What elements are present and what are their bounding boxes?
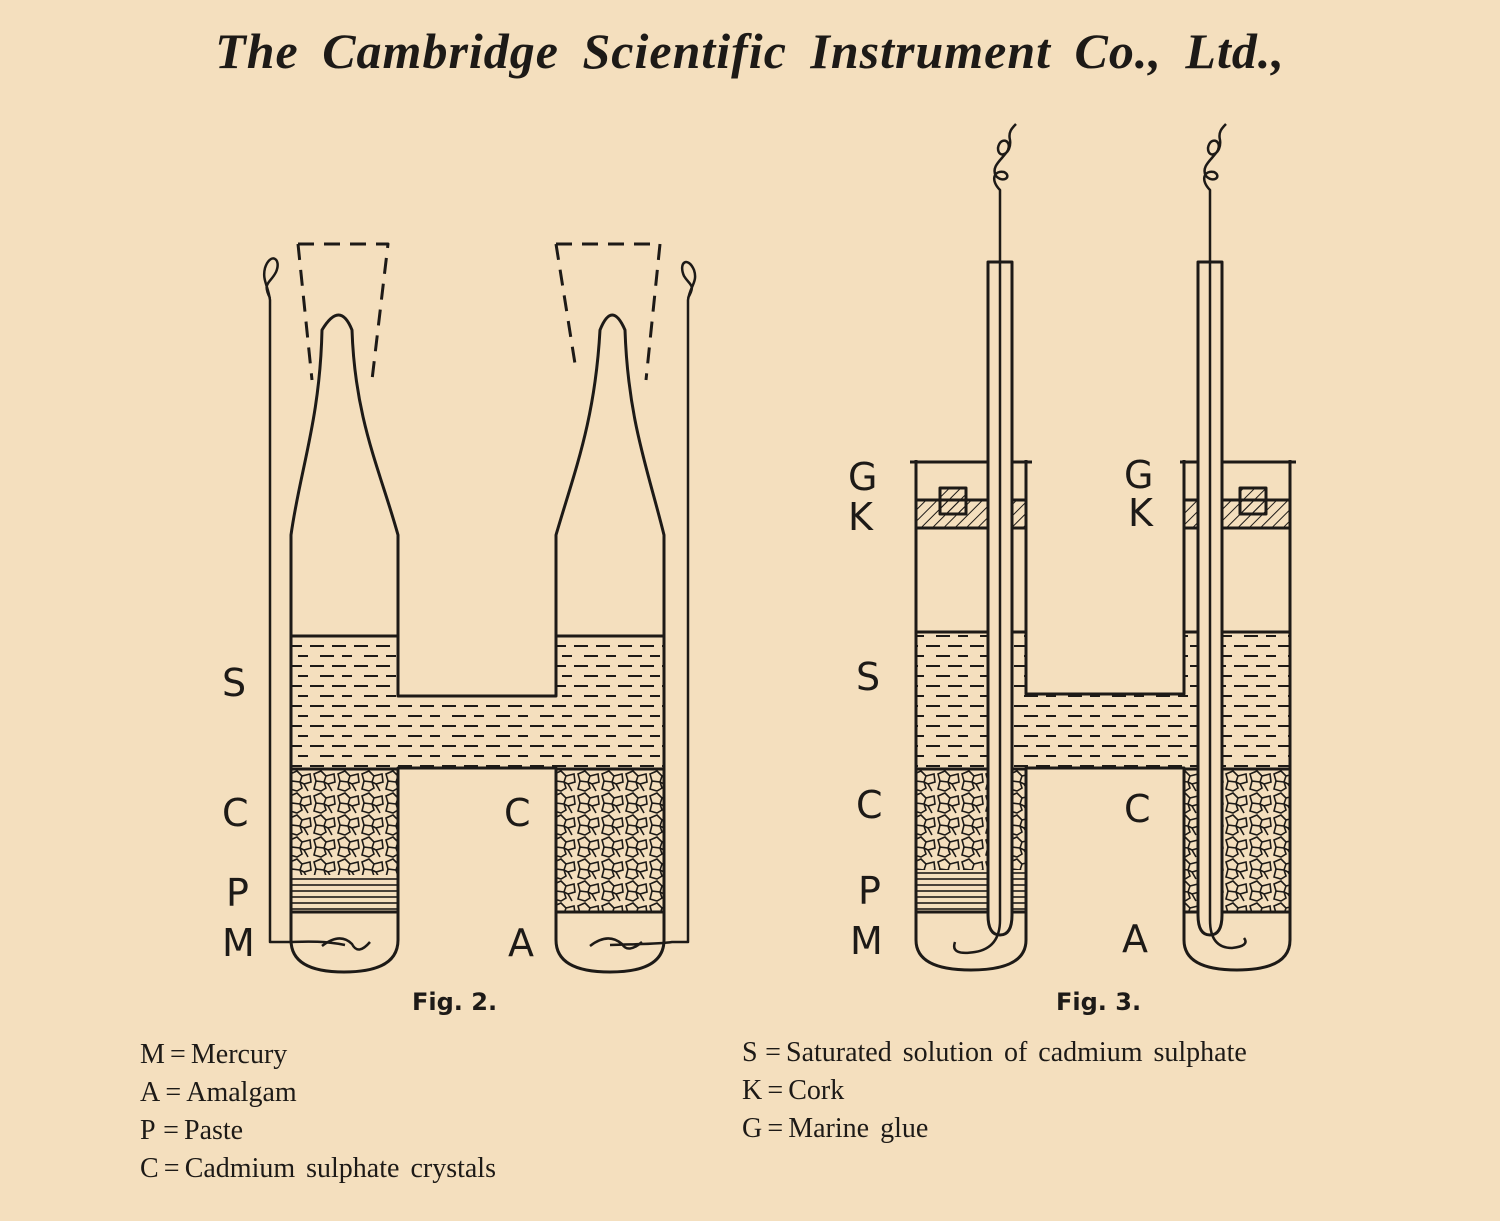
- legend-key: M: [140, 1039, 165, 1070]
- fig2-caption: Fig. 2.: [412, 988, 497, 1016]
- legend-text: Paste: [184, 1115, 244, 1146]
- fig2-label-m: M: [222, 921, 255, 965]
- legend-row-cork: K=Cork: [742, 1072, 1247, 1110]
- legend-key: S: [742, 1037, 758, 1068]
- legend-row-solution: S=Saturated solution of cadmium sulphate: [742, 1034, 1247, 1072]
- fig2-left-limb: [289, 313, 666, 915]
- legend-text: Marine glue: [788, 1113, 929, 1144]
- fig2-solution-right: [556, 636, 664, 768]
- legend-left: M=Mercury A=Amalgam P=Paste C=Cadmium su…: [140, 1036, 496, 1188]
- fig3-label-p: P: [858, 869, 881, 913]
- fig2-stopper-left: [296, 242, 390, 381]
- fig2-paste-left: [291, 876, 398, 912]
- fig3-left-bulb: [914, 910, 1028, 972]
- fig3-cell: [910, 123, 1296, 972]
- fig2-crystals-right: [556, 770, 664, 913]
- fig3-plug-left: [938, 486, 968, 516]
- fig2-label-c-right: C: [504, 791, 531, 835]
- fig2-label-s: S: [222, 661, 246, 705]
- fig3-caption: Fig. 3.: [1056, 988, 1141, 1016]
- legend-row-glue: G=Marine glue: [742, 1110, 1247, 1148]
- fig3-right-bulb: [1182, 910, 1292, 972]
- fig2-stopper-right: [554, 242, 662, 381]
- legend-key: K: [742, 1075, 763, 1106]
- legend-equals: =: [165, 1077, 182, 1108]
- fig3-bridge-bottom: [1024, 766, 1186, 915]
- fig2-right-bulb: [554, 910, 666, 974]
- fig2-solution-left: [291, 636, 398, 768]
- fig3-wire-left: [952, 123, 1017, 955]
- fig3-wire-right: [1202, 123, 1247, 950]
- legend-equals: =: [163, 1115, 179, 1146]
- fig2-solution-bridge: [398, 696, 556, 768]
- fig2-wire-left: [262, 257, 346, 947]
- legend-text: Cork: [788, 1075, 845, 1106]
- fig2-left-bulb: [289, 910, 400, 974]
- legend-key: C: [140, 1153, 159, 1184]
- fig3-label-s: S: [856, 655, 880, 699]
- fig2-wire-right: [609, 260, 697, 947]
- fig3-label-c-left: C: [856, 783, 883, 827]
- page-header: The Cambridge Scientific Instrument Co.,…: [215, 23, 1285, 79]
- fig3-vessel: [914, 460, 1292, 915]
- legend-row-amalgam: A=Amalgam: [140, 1074, 496, 1112]
- fig3-label-g-right: G: [1124, 453, 1153, 497]
- legend-equals: =: [765, 1037, 781, 1068]
- fig2-label-a: A: [508, 921, 534, 965]
- fig3-label-k-left: K: [848, 495, 874, 539]
- fig2-label-p: P: [226, 871, 249, 915]
- legend-text: Cadmium sulphate crystals: [184, 1153, 496, 1184]
- legend-text: Saturated solution of cadmium sulphate: [786, 1037, 1247, 1068]
- fig3-label-k-right: K: [1128, 491, 1154, 535]
- legend-equals: =: [163, 1153, 180, 1184]
- legend-equals: =: [767, 1075, 784, 1106]
- legend-equals: =: [767, 1113, 784, 1144]
- legend-row-crystals: C=Cadmium sulphate crystals: [140, 1150, 496, 1188]
- legend-key: G: [742, 1113, 763, 1144]
- fig2-label-c-left: C: [222, 791, 249, 835]
- fig2-bridge-bottom: [396, 766, 558, 915]
- legend-right: S=Saturated solution of cadmium sulphate…: [742, 1034, 1247, 1148]
- fig3-plug-right: [1238, 486, 1268, 516]
- legend-text: Amalgam: [186, 1077, 297, 1108]
- fig2-amalgam-mark: [589, 937, 643, 950]
- fig2-crystals-left: [291, 770, 398, 875]
- fig3-solution-bridge: [1026, 694, 1184, 768]
- fig3-label-m: M: [850, 919, 883, 963]
- legend-key: P: [140, 1115, 156, 1146]
- fig2-cell: [262, 242, 697, 974]
- fig3-label-g-left: G: [848, 455, 877, 499]
- legend-key: A: [140, 1077, 161, 1108]
- fig3-label-a: A: [1122, 917, 1148, 961]
- fig3-label-c-right: C: [1124, 787, 1151, 831]
- fig2-mercury-mark: [321, 937, 371, 951]
- legend-row-mercury: M=Mercury: [140, 1036, 496, 1074]
- legend-row-paste: P=Paste: [140, 1112, 496, 1150]
- legend-equals: =: [170, 1039, 186, 1070]
- legend-text: Mercury: [190, 1039, 288, 1070]
